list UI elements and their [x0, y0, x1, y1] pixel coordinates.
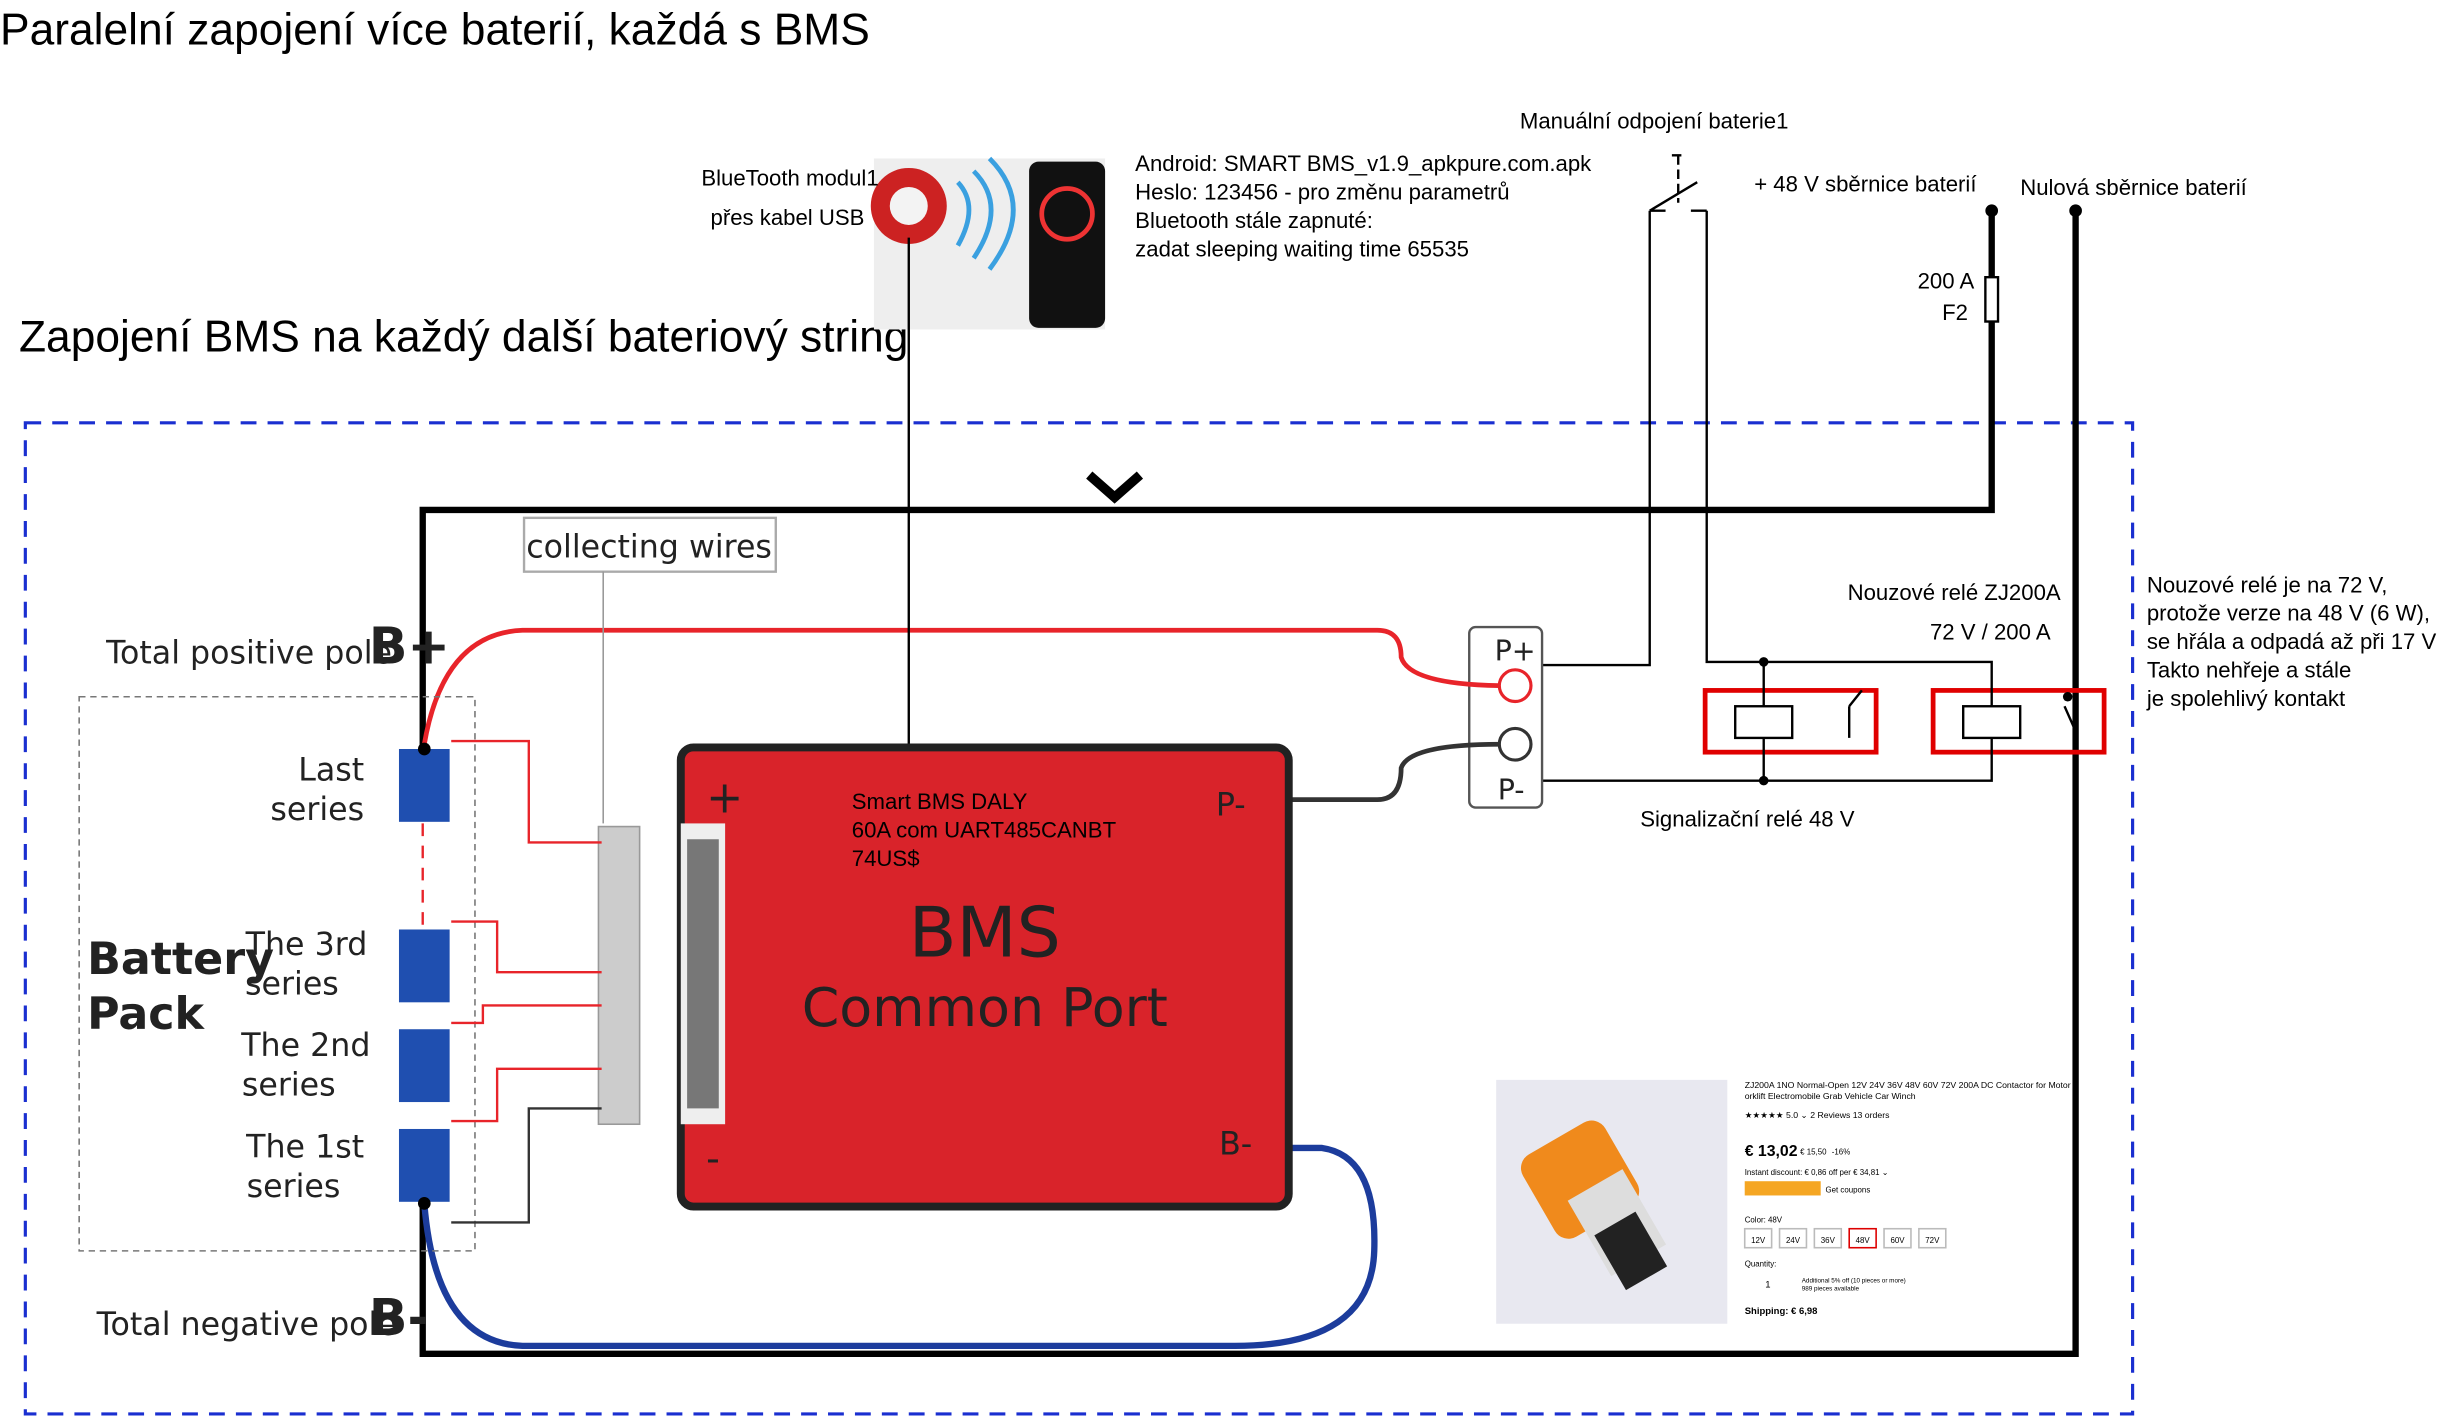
svg-text:B-: B-: [1219, 1126, 1252, 1162]
svg-text:€ 15,50: € 15,50: [1800, 1147, 1827, 1156]
svg-text:Last: Last: [298, 753, 364, 789]
relay-symbols: [1535, 660, 2079, 782]
voltage-option-label: 72V: [1925, 1236, 1940, 1245]
battery-cells: [398, 748, 450, 1202]
svg-text:zadat sleeping waiting time 65: zadat sleeping waiting time 65535: [1135, 237, 1469, 262]
svg-text:series: series: [242, 1068, 336, 1104]
emergency-relay-name: Nouzové relé ZJ200A: [1848, 580, 2061, 605]
product-screenshot: ZJ200A 1NO Normal-Open 12V 24V 36V 48V 6…: [1496, 1076, 2079, 1327]
b-plus-label: B+: [369, 617, 450, 676]
svg-text:60A com UART485CANBT: 60A com UART485CANBT: [852, 818, 1117, 843]
emergency-relay-rating: 72 V / 200 A: [1930, 620, 2051, 645]
svg-text:The 1st: The 1st: [245, 1129, 364, 1165]
svg-text:The 2nd: The 2nd: [240, 1028, 370, 1064]
emergency-relay-highlight: [1930, 688, 2107, 755]
android-notes: Android: SMART BMS_v1.9_apkpure.com.apk …: [1135, 151, 1592, 261]
voltage-option: [1848, 1227, 1877, 1249]
svg-text:989 pieces available: 989 pieces available: [1802, 1285, 1860, 1292]
voltage-option-label: 12V: [1751, 1236, 1766, 1245]
svg-text:series: series: [247, 1169, 341, 1205]
svg-text:74US$: 74US$: [852, 846, 920, 871]
manual-disconnect-label: Manuální odpojení baterie1: [1520, 108, 1789, 133]
voltage-option: [1883, 1227, 1912, 1249]
svg-text:Pack: Pack: [87, 989, 205, 1040]
battery-pack-outline: [78, 695, 476, 1252]
bus-zero-label: Nulová sběrnice baterií: [2020, 175, 2247, 200]
signal-relay-label: Signalizační relé 48 V: [1640, 807, 1855, 832]
svg-text:1: 1: [1765, 1279, 1770, 1290]
svg-text:je spolehlivý kontakt: je spolehlivý kontakt: [2146, 686, 2345, 711]
svg-text:Color: 48V: Color: 48V: [1745, 1215, 1783, 1224]
bluetooth-module-image: [870, 156, 1106, 330]
svg-text:protože verze na 48 V (6 W),: protože verze na 48 V (6 W),: [2147, 601, 2430, 626]
svg-text:orklift Electromobile Grab Veh: orklift Electromobile Grab Vehicle Car W…: [1745, 1091, 1916, 1101]
collecting-wires-box: [522, 516, 777, 573]
battery-string-boundary: [23, 421, 2135, 1416]
svg-text:The 3rd: The 3rd: [245, 927, 368, 963]
svg-text:Bluetooth stále zapnuté:: Bluetooth stále zapnuté:: [1135, 208, 1373, 233]
svg-text:BMS: BMS: [909, 892, 1061, 973]
svg-text:Additional 5% off (10 pieces o: Additional 5% off (10 pieces or more): [1802, 1278, 1906, 1285]
manual-switch: [1535, 154, 1764, 667]
voltage-option-label: 48V: [1856, 1236, 1871, 1245]
output-ports: P+ P-: [1468, 625, 1544, 809]
fuse-f2: [1984, 276, 2000, 323]
battery-pack-label: Battery: [87, 934, 274, 985]
page-title: Paralelní zapojení více baterií, každá s…: [0, 5, 870, 54]
svg-text:-: -: [706, 1137, 720, 1181]
b-minus-wire: [421, 1144, 1378, 1350]
svg-text:series: series: [270, 792, 364, 828]
svg-text:se hřála a odpadá až při 17 V: se hřála a odpadá až při 17 V: [2147, 629, 2437, 654]
svg-text:+: +: [706, 772, 743, 823]
svg-text:Android: SMART BMS_v1.9_apkpur: Android: SMART BMS_v1.9_apkpure.com.apk: [1135, 151, 1592, 176]
svg-text:Shipping: € 6,98: Shipping: € 6,98: [1745, 1306, 1818, 1317]
voltage-option: [1918, 1227, 1947, 1249]
svg-text:★★★★★ 5.0 ⌄ 2 Reviews 13 ord: ★★★★★ 5.0 ⌄ 2 Reviews 13 orders: [1745, 1110, 1890, 1120]
bms-module: + - P- B- Smart BMS DALY 60A com UART485…: [676, 743, 1293, 1211]
fuse-label: F2: [1942, 300, 1968, 325]
balance-connector: [597, 825, 641, 1126]
svg-text:Quantity:: Quantity:: [1745, 1260, 1777, 1269]
svg-text:P-: P-: [1498, 774, 1525, 807]
svg-text:P-: P-: [1216, 787, 1246, 823]
cell-labels: Last series The 3rd series The 2nd serie…: [240, 753, 370, 1205]
voltage-option-label: 36V: [1821, 1236, 1836, 1245]
chevron-down-icon: [1086, 471, 1144, 504]
svg-text:P+: P+: [1495, 634, 1536, 667]
voltage-option-label: 24V: [1786, 1236, 1801, 1245]
total-negative-label: Total negative pole: [96, 1307, 397, 1343]
svg-text:Common Port: Common Port: [802, 976, 1168, 1039]
svg-text:ZJ200A 1NO Normal-Open 12V 24V: ZJ200A 1NO Normal-Open 12V 24V 36V 48V 6…: [1745, 1080, 2079, 1090]
svg-text:Takto nehřeje a stále: Takto nehřeje a stále: [2147, 658, 2351, 683]
voltage-option: [1743, 1227, 1773, 1249]
relay-note: Nouzové relé je na 72 V, protože verze n…: [2146, 572, 2437, 711]
svg-text:Heslo: 123456 - pro změnu para: Heslo: 123456 - pro změnu parametrů: [1135, 180, 1509, 205]
voltage-option: [1813, 1227, 1843, 1249]
voltage-option-label: 60V: [1890, 1236, 1905, 1245]
signal-relay-highlight: [1702, 688, 1879, 755]
total-positive-label: Total positive pole: [105, 636, 392, 672]
fuse-rating: 200 A: [1918, 268, 1975, 293]
bluetooth-label-2: přes kabel USB: [711, 205, 865, 230]
svg-text:Smart BMS DALY: Smart BMS DALY: [852, 789, 1028, 814]
negative-output-wire: [1285, 741, 1500, 803]
bluetooth-label-1: BlueTooth modul1: [701, 165, 878, 190]
svg-text:Instant discount: € 0,86 off p: Instant discount: € 0,86 off per € 34,81…: [1745, 1168, 1889, 1177]
svg-text:€ 13,02: € 13,02: [1745, 1143, 1798, 1160]
bus-plus-label: + 48 V sběrnice baterií: [1754, 172, 1977, 197]
svg-text:-16%: -16%: [1832, 1147, 1850, 1156]
svg-text:series: series: [245, 966, 339, 1002]
bus-wires: [419, 210, 2079, 1357]
voltage-option: [1778, 1227, 1808, 1249]
collecting-wires-label: collecting wires: [526, 529, 772, 565]
svg-text:Nouzové relé je na 72 V,: Nouzové relé je na 72 V,: [2147, 572, 2388, 597]
section-subtitle: Zapojení BMS na každý další bateriový st…: [19, 313, 908, 362]
b-minus-label: B-: [369, 1288, 429, 1347]
positive-wire: [421, 627, 1500, 745]
svg-text:Get coupons: Get coupons: [1825, 1185, 1870, 1194]
balance-wires: [421, 739, 602, 1123]
